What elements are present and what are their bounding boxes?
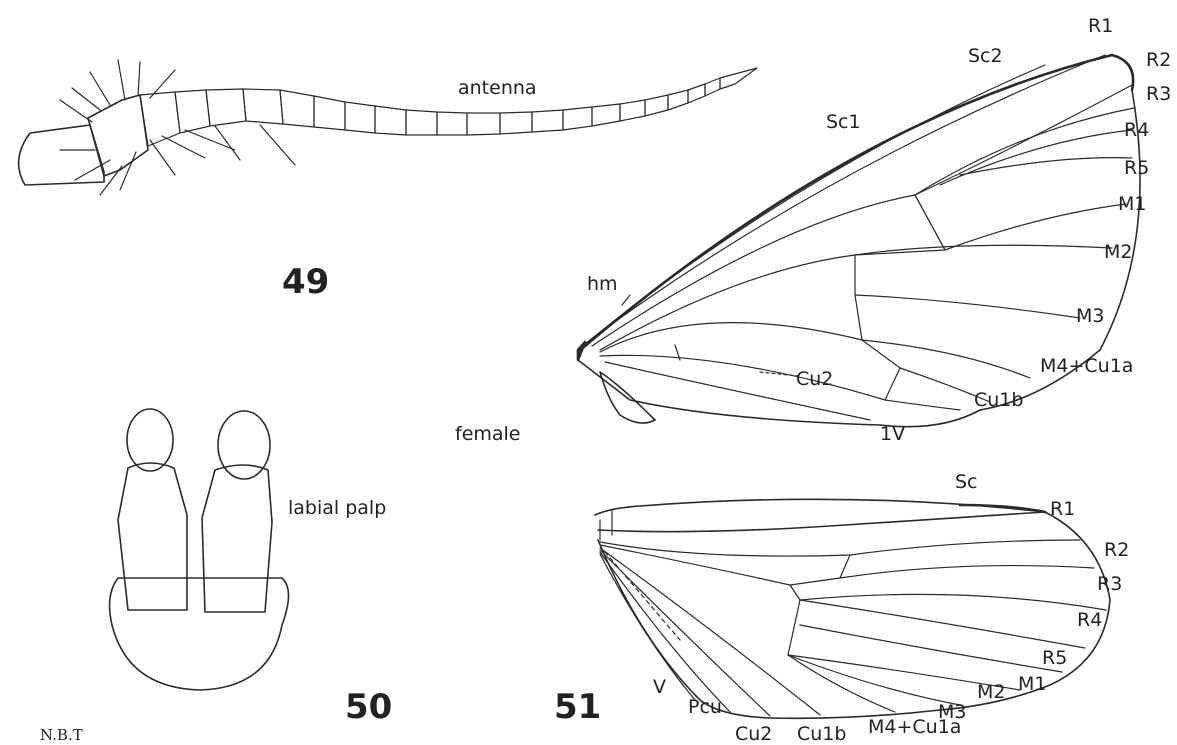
hw-vein-label-R1: R1 — [1050, 498, 1075, 520]
vein-label-hm: hm — [587, 273, 618, 295]
hw-vein-label-V: V — [653, 676, 666, 698]
hw-vein-label-Pcu: Pcu — [688, 696, 722, 718]
vein-label-R2: R2 — [1146, 49, 1171, 71]
hw-vein-label-Cu2: Cu2 — [735, 723, 772, 745]
figure-number-49: 49 — [282, 262, 329, 302]
vein-label-R5: R5 — [1124, 157, 1149, 179]
hw-vein-label-M1: M1 — [1018, 673, 1046, 695]
figure-number-50: 50 — [345, 687, 392, 727]
hw-vein-label-R5: R5 — [1042, 647, 1067, 669]
vein-label-M4Cu1a: M4+Cu1a — [1040, 355, 1133, 377]
forewing-vein-labels: R1 Sc2 R2 R3 Sc1 R4 R5 M1 M2 hm M3 M4+Cu… — [587, 15, 1171, 445]
labial-palp-drawing — [110, 409, 289, 690]
vein-label-M2: M2 — [1104, 241, 1132, 263]
hw-vein-label-R2: R2 — [1104, 539, 1129, 561]
credit-label: N.B.T — [40, 726, 83, 744]
vein-label-Cu2: Cu2 — [796, 368, 833, 390]
antenna-drawing — [19, 60, 757, 195]
vein-label-R3: R3 — [1146, 83, 1171, 105]
hw-vein-label-R3: R3 — [1097, 573, 1122, 595]
hindwing-vein-labels: Sc R1 R2 R3 R4 R5 M1 M2 M3 M4+Cu1a Cu1b … — [653, 471, 1129, 745]
female-label: female — [455, 423, 521, 445]
antenna-label: antenna — [458, 77, 537, 99]
hw-vein-label-R4: R4 — [1077, 609, 1102, 631]
hw-vein-label-M4Cu1a: M4+Cu1a — [868, 716, 961, 738]
vein-label-M1: M1 — [1118, 193, 1146, 215]
figure-number-51: 51 — [554, 687, 601, 727]
hw-vein-label-M2: M2 — [977, 681, 1005, 703]
vein-label-1V: 1V — [880, 423, 905, 445]
vein-label-Sc1: Sc1 — [826, 111, 861, 133]
vein-label-Sc2: Sc2 — [968, 45, 1003, 67]
vein-label-R1: R1 — [1088, 15, 1113, 37]
hw-vein-label-Sc: Sc — [955, 471, 978, 493]
vein-label-R4: R4 — [1124, 119, 1149, 141]
labial-palp-label: labial palp — [288, 497, 386, 519]
vein-label-Cu1b: Cu1b — [974, 389, 1023, 411]
vein-label-M3: M3 — [1076, 305, 1104, 327]
hw-vein-label-Cu1b: Cu1b — [797, 723, 846, 745]
